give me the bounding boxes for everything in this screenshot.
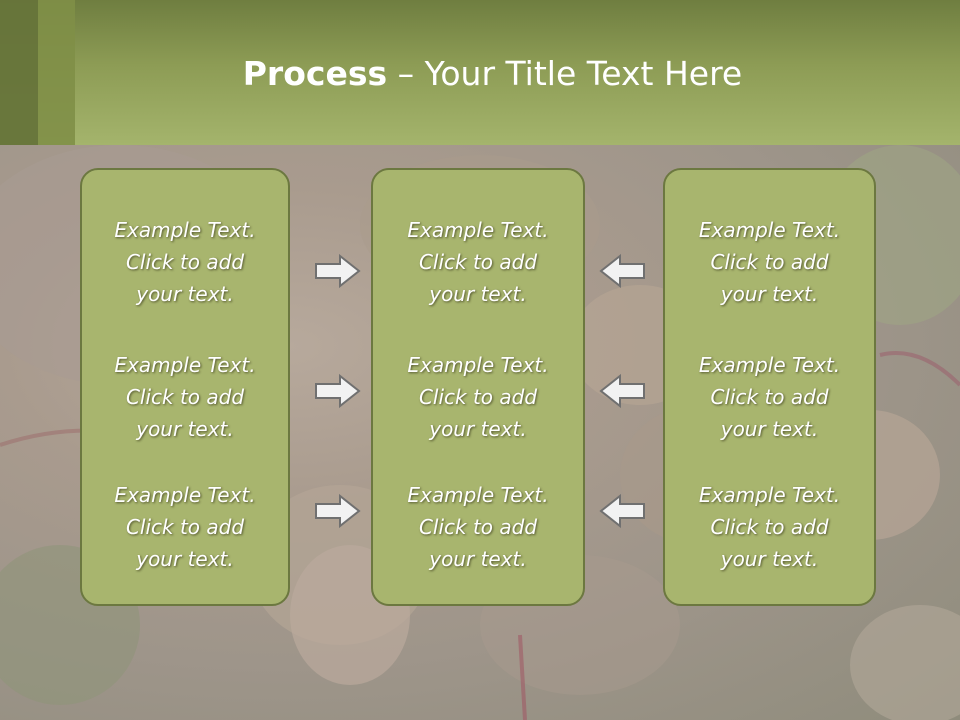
text-line: Click to add — [125, 385, 245, 409]
text-line: Click to add — [710, 250, 829, 274]
text-line: Click to add — [418, 250, 538, 274]
text-placeholder[interactable]: Example Text. Click to add your text. — [82, 349, 288, 445]
process-column-center[interactable]: Example Text. Click to add your text. Ex… — [371, 168, 585, 606]
left-arrow-icon[interactable] — [598, 373, 646, 409]
text-line: Example Text. — [114, 483, 256, 507]
text-line: Example Text. — [114, 218, 256, 242]
header-accent-stripe — [38, 0, 75, 145]
text-line: Example Text. — [698, 218, 841, 242]
text-line: Click to add — [418, 385, 538, 409]
text-line: Click to add — [125, 250, 245, 274]
text-line: Example Text. — [407, 353, 549, 377]
text-placeholder[interactable]: Example Text. Click to add your text. — [665, 349, 874, 445]
text-placeholder[interactable]: Example Text. Click to add your text. — [373, 349, 583, 445]
text-line: your text. — [136, 417, 234, 441]
title-bold: Process — [242, 54, 388, 93]
text-placeholder[interactable]: Example Text. Click to add your text. — [373, 214, 583, 310]
text-line: Click to add — [125, 515, 245, 539]
text-line: your text. — [720, 417, 819, 441]
right-arrow-icon[interactable] — [314, 493, 362, 529]
text-line: Example Text. — [407, 218, 549, 242]
process-column-left[interactable]: Example Text. Click to add your text. Ex… — [80, 168, 290, 606]
right-arrow-icon[interactable] — [314, 253, 362, 289]
text-line: Click to add — [710, 515, 829, 539]
text-line: Example Text. — [698, 353, 841, 377]
header-accent-stripe — [0, 0, 38, 145]
text-line: your text. — [429, 282, 527, 306]
left-arrow-icon[interactable] — [598, 253, 646, 289]
text-line: your text. — [720, 282, 819, 306]
text-placeholder[interactable]: Example Text. Click to add your text. — [665, 214, 874, 310]
text-line: your text. — [429, 417, 527, 441]
text-line: Example Text. — [698, 483, 841, 507]
title-bar: Process – Your Title Text Here — [0, 0, 960, 145]
slide-title[interactable]: Process – Your Title Text Here — [75, 52, 910, 96]
text-line: your text. — [429, 547, 527, 571]
text-line: Example Text. — [407, 483, 549, 507]
text-line: your text. — [136, 547, 234, 571]
text-line: your text. — [720, 547, 819, 571]
process-column-right[interactable]: Example Text. Click to add your text. Ex… — [663, 168, 876, 606]
title-rest: – Your Title Text Here — [387, 54, 743, 93]
right-arrow-icon[interactable] — [314, 373, 362, 409]
text-placeholder[interactable]: Example Text. Click to add your text. — [82, 479, 288, 575]
text-placeholder[interactable]: Example Text. Click to add your text. — [373, 479, 583, 575]
text-line: Click to add — [418, 515, 538, 539]
left-arrow-icon[interactable] — [598, 493, 646, 529]
text-line: Click to add — [710, 385, 829, 409]
text-placeholder[interactable]: Example Text. Click to add your text. — [82, 214, 288, 310]
text-placeholder[interactable]: Example Text. Click to add your text. — [665, 479, 874, 575]
text-line: Example Text. — [114, 353, 256, 377]
text-line: your text. — [136, 282, 234, 306]
